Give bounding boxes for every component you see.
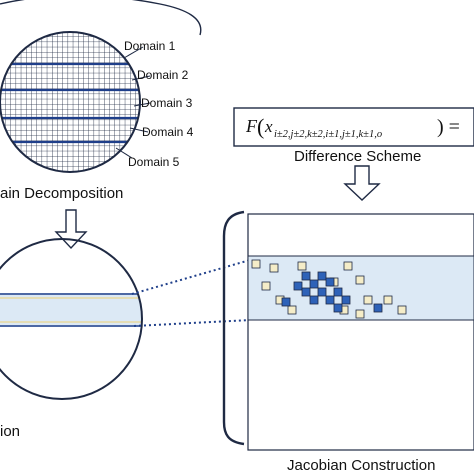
jacobian-caption: Jacobian Construction xyxy=(287,457,435,474)
domain-5-label: Domain 5 xyxy=(128,155,180,169)
jacobian-cells xyxy=(251,259,407,319)
nonzero-cell xyxy=(301,287,311,297)
formula-lead: F xyxy=(245,116,258,136)
coupling-cell xyxy=(355,275,365,285)
coupling-cell xyxy=(355,309,365,319)
decomposition-caption: ain Decomposition xyxy=(0,185,123,202)
coupling-cell xyxy=(251,259,261,269)
domain-4-label: Domain 4 xyxy=(142,125,194,139)
nonzero-cell xyxy=(293,281,303,291)
nonzero-cell xyxy=(333,287,343,297)
nonzero-cell xyxy=(325,295,335,305)
domain-boundaries xyxy=(0,62,140,144)
zoom-circle xyxy=(0,238,143,400)
nonzero-cell xyxy=(341,295,351,305)
domain-leaders xyxy=(115,46,151,159)
domain-2-label: Domain 2 xyxy=(137,68,189,82)
outer-ellipse xyxy=(0,0,202,36)
coupling-cell xyxy=(261,281,271,291)
formula-open-paren: ( xyxy=(257,114,264,139)
nonzero-cell xyxy=(301,271,311,281)
jacobian-matrix xyxy=(247,213,474,451)
down-arrow-icon xyxy=(343,165,381,201)
coupling-cell xyxy=(383,295,393,305)
coupling-cell xyxy=(287,305,297,315)
coupling-cell xyxy=(343,261,353,271)
nonzero-cell xyxy=(317,271,327,281)
jacobian-band xyxy=(247,255,474,321)
formula: F ( x i±2,j±2,k±2,i±1,j±1,k±1,o ) = xyxy=(245,114,460,140)
connector-bottom xyxy=(133,319,251,327)
nonzero-cell xyxy=(309,279,319,289)
coupling-cell xyxy=(269,263,279,273)
coupling-cell xyxy=(363,295,373,305)
formula-tail: ) = xyxy=(437,116,460,138)
formula-base: x xyxy=(264,117,273,136)
formula-subscript: i±2,j±2,k±2,i±1,j±1,k±1,o xyxy=(274,129,382,140)
coupling-cell xyxy=(297,261,307,271)
domain-1-label: Domain 1 xyxy=(124,39,176,53)
connector-top xyxy=(131,259,251,295)
formula-box xyxy=(233,107,474,147)
difference-caption: Difference Scheme xyxy=(294,148,421,165)
nonzero-cell xyxy=(309,295,319,305)
nonzero-cell xyxy=(325,277,335,287)
left-partial-caption: ion xyxy=(0,423,20,440)
nonzero-cell xyxy=(373,303,383,313)
nonzero-cell xyxy=(333,303,343,313)
nonzero-cell xyxy=(281,297,291,307)
domain-3-label: Domain 3 xyxy=(141,96,193,110)
matrix-bracket xyxy=(222,210,245,446)
grid-circle xyxy=(0,31,141,173)
coupling-cell xyxy=(397,305,407,315)
nonzero-cell xyxy=(317,287,327,297)
